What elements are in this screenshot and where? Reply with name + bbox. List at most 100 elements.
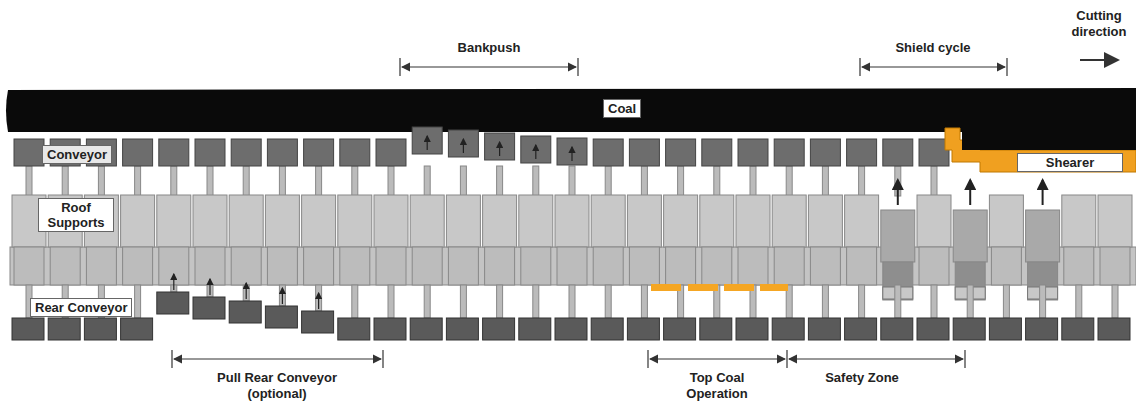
rear-ram (1003, 285, 1009, 318)
label-box: Rear Conveyor (30, 298, 132, 317)
front-ram (62, 166, 68, 196)
label-box: Conveyor (42, 145, 112, 164)
move-arrow (969, 180, 971, 205)
conveyor-pan (593, 139, 623, 166)
conveyor-pan (883, 139, 913, 166)
rear-conveyor-pan (519, 318, 551, 340)
support-canopy (338, 195, 372, 247)
support-base (919, 247, 949, 285)
support-canopy (845, 195, 879, 247)
rear-conveyor-pan (953, 318, 985, 340)
support-canopy (157, 195, 191, 247)
support-base (666, 247, 696, 285)
front-ram (424, 166, 430, 196)
front-ram (243, 166, 249, 196)
support-canopy (989, 195, 1023, 247)
support-canopy (1026, 210, 1060, 262)
front-ram (714, 166, 720, 196)
support-base (774, 247, 804, 285)
front-ram (171, 166, 177, 196)
support-base (738, 247, 768, 285)
conveyor-pan (340, 139, 370, 166)
support-base (340, 247, 370, 285)
rear-ram (533, 285, 539, 318)
move-arrow (318, 293, 319, 309)
rear-conveyor-pan (736, 318, 768, 340)
support-canopy (1062, 195, 1096, 247)
front-ram (533, 166, 539, 196)
rear-conveyor-pan (193, 297, 225, 319)
support-base (991, 247, 1021, 285)
front-ram (316, 166, 322, 196)
top-coal-bars (651, 284, 788, 291)
move-arrow (209, 279, 210, 295)
span-label: Shield cycle (873, 40, 993, 56)
span-label: Top Coal Operation (669, 370, 765, 402)
support-canopy (917, 195, 951, 247)
conveyor-pan (267, 139, 297, 166)
support-canopy (736, 195, 770, 247)
support-base (412, 247, 442, 285)
conveyor-pan (810, 139, 840, 166)
front-ram (207, 166, 213, 196)
rear-ram (822, 285, 828, 318)
rear-conveyor-pan (483, 318, 515, 340)
support-base (123, 247, 153, 285)
rear-conveyor-pan (302, 311, 334, 333)
support-base (267, 247, 297, 285)
label-text: Shearer (1022, 155, 1118, 170)
label-box: Roof Supports (38, 198, 114, 232)
conveyor-pan (774, 139, 804, 166)
rear-conveyor-pan (48, 318, 80, 340)
rear-ram (931, 285, 937, 318)
rear-conveyor-pan (338, 318, 370, 340)
support-base (1100, 247, 1130, 285)
front-ram (750, 166, 756, 196)
rear-conveyor-pan (627, 318, 659, 340)
support-canopy (700, 195, 734, 247)
support-canopy (483, 195, 517, 247)
rear-conveyor-pan (446, 318, 478, 340)
rear-conveyor-pan (121, 318, 153, 340)
support-canopy (121, 195, 155, 247)
support-base (629, 247, 659, 285)
rear-ram (859, 285, 865, 318)
support-canopy (1098, 195, 1132, 247)
conveyor-pan (702, 139, 732, 166)
rear-ram (641, 285, 647, 318)
rear-ram (135, 285, 141, 318)
front-ram (786, 166, 792, 196)
support-base (593, 247, 623, 285)
rear-ram (1040, 285, 1046, 318)
conveyor-pan (847, 139, 877, 166)
span-label: Pull Rear Conveyor (optional) (197, 370, 357, 402)
support-canopy (302, 195, 336, 247)
conveyor-pan (485, 133, 515, 160)
conveyor-pan (521, 136, 551, 163)
move-arrow (246, 283, 247, 299)
rear-conveyor-pan (1098, 318, 1130, 340)
support-canopy (772, 195, 806, 247)
rear-ram (605, 285, 611, 318)
rear-conveyor-pan (591, 318, 623, 340)
support-columns (10, 127, 1136, 340)
conveyor-pan (231, 139, 261, 166)
support-canopy (446, 195, 480, 247)
label-box: Coal (603, 99, 641, 118)
move-arrow (173, 274, 174, 290)
support-canopy (410, 195, 444, 247)
label-box: Shearer (1017, 153, 1123, 172)
front-ram (859, 166, 865, 196)
move-arrow (282, 288, 283, 304)
move-arrow (499, 142, 500, 156)
rear-conveyor-pan (374, 318, 406, 340)
rear-conveyor-pan (265, 306, 297, 328)
support-base (14, 247, 44, 285)
front-ram (279, 166, 285, 196)
front-ram (822, 166, 828, 196)
move-arrow (463, 139, 464, 153)
support-canopy (881, 210, 915, 262)
rear-conveyor-pan (157, 292, 189, 314)
rear-ram (569, 285, 575, 318)
